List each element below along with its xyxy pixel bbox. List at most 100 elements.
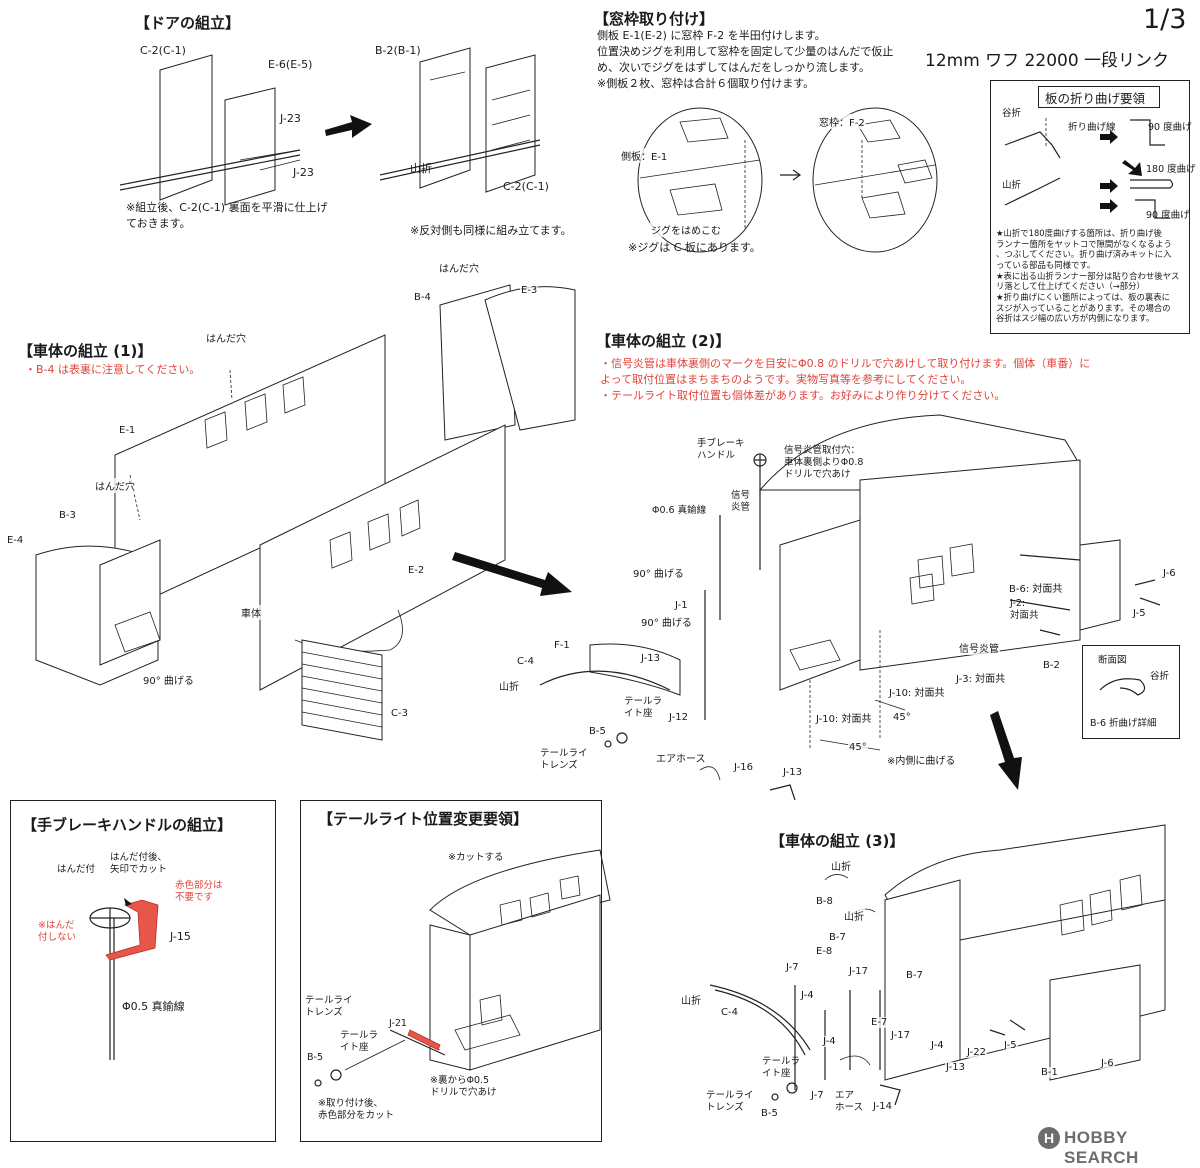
window-label-jig: ジグをはめこむ [650, 222, 722, 237]
hobbysearch-logo-icon: H [1038, 1127, 1060, 1149]
body3-label-j14: J-14 [872, 1101, 893, 1112]
b6-taniori-label: 谷折 [1150, 671, 1170, 682]
handbrake-label-solder: はんだ付 [57, 864, 96, 875]
body1-label-handa2: はんだ穴 [205, 330, 247, 345]
window-label-sideplate: 側板：E-1 [620, 148, 669, 163]
body1-label-shatai: 車体 [240, 605, 262, 620]
handbrake-label-j15: J-15 [170, 930, 191, 943]
body3-label-j7a: J-7 [785, 962, 800, 973]
door-label-j23b: J-23 [293, 166, 314, 179]
window-heading: 【窓枠取り付け】 [594, 10, 715, 28]
body3-label-j6: J-6 [1100, 1058, 1115, 1069]
body2-label-90a: 90° 曲げる [632, 565, 685, 580]
b6-section-label: 断面図 [1098, 655, 1127, 666]
door-label-b2: B-2(B-1) [375, 44, 421, 57]
b6-section-box [1082, 645, 1180, 739]
body1-label-90deg: 90° 曲げる [142, 672, 195, 687]
handbrake-heading: 【手ブレーキハンドルの組立】 [22, 816, 233, 834]
body3-label-c4: C-4 [720, 1007, 739, 1018]
door-label-c2: C-2(C-1) [140, 44, 186, 57]
body2-label-j12: J-12 [668, 712, 689, 723]
body-arrow-2-icon [990, 711, 1022, 790]
body2-label-wire: Φ0.6 真鍮線 [652, 505, 707, 516]
body3-label-j17b: J-17 [890, 1030, 911, 1041]
window-label-frame: 窓枠：F-2 [818, 114, 866, 129]
door-heading: 【ドアの組立】 [135, 14, 241, 32]
bend-drawing [1004, 118, 1174, 219]
taillight-label-drill: ※裏からΦ0.5 ドリルで穴あけ [430, 1075, 497, 1098]
taillight-label-cut: ※カットする [448, 852, 504, 863]
body1-label-e2: E-2 [407, 565, 426, 576]
body3-label-j7b: J-7 [810, 1090, 825, 1101]
body2-label-90b: 90° 曲げる [640, 614, 693, 629]
b6-section-drawing [1099, 678, 1146, 696]
body3-label-air: エア ホース [835, 1090, 864, 1113]
body3-label-lens: テールライ トレンズ [706, 1090, 754, 1113]
body1-warning: ・B-4 は表裏に注意してください。 [25, 363, 201, 376]
body3-drawing [709, 824, 1166, 1106]
body-arrow-1-icon [452, 552, 572, 596]
door-label-j23a: J-23 [280, 112, 301, 125]
body2-label-brake: 手ブレーキ ハンドル [697, 438, 745, 461]
body1-heading: 【車体の組立 (1)】 [18, 342, 153, 360]
taillight-box [300, 800, 602, 1142]
body3-label-j13: J-13 [945, 1062, 966, 1073]
door-note-1: ※組立後、C-2(C-1) 裏面を平滑に仕上げ ておきます。 [126, 201, 328, 230]
body2-label-j10b: J-10: 対面共 [815, 710, 873, 725]
window-instructions: 側板 E-1(E-2) に窓枠 F-2 を半田付けします。 位置決めジグを利用し… [597, 29, 894, 90]
watermark-brand: HOBBY SEARCH [1064, 1128, 1139, 1167]
body2-label-j6: J-6 [1162, 568, 1177, 579]
body2-label-j3: J-3: 対面共 [955, 670, 1007, 685]
taillight-label-b5: B-5 [307, 1052, 323, 1063]
body3-label-yamaori3: 山折 [680, 992, 702, 1007]
body1-label-e1: E-1 [118, 425, 137, 436]
bend-label-90a: 90 度曲げ [1148, 122, 1192, 133]
body2-label-signaltube: 信号炎管 [958, 640, 1000, 655]
handbrake-box [10, 800, 276, 1142]
window-jig-note: ※ジグは C 板にあります。 [628, 241, 761, 254]
body3-label-b7b: B-7 [905, 970, 924, 981]
bend-label-line: 折り曲げ線 [1068, 122, 1116, 133]
bend-method-title-box [1038, 86, 1160, 108]
body2-label-j13b: J-13 [782, 767, 803, 778]
body2-label-j13a: J-13 [640, 653, 661, 664]
body2-label-tllens: テールライ トレンズ [540, 748, 588, 771]
body2-label-signal: 信号 炎管 [731, 490, 751, 513]
body2-drawing [539, 414, 1161, 801]
body2-label-tlseat: テールラ イト座 [624, 696, 663, 719]
taillight-label-j21: J-21 [389, 1018, 407, 1029]
bend-label-90b: 90 度曲げ [1146, 210, 1190, 221]
window-circle-right [812, 107, 938, 253]
body2-label-b2: B-2 [1042, 660, 1061, 671]
door-arrow-icon [325, 115, 372, 138]
body2-label-j1: J-1 [674, 600, 689, 611]
door-label-c2b: C-2(C-1) [503, 180, 549, 193]
body3-label-e7: E-7 [870, 1017, 889, 1028]
body3-label-b1: B-1 [1040, 1067, 1059, 1078]
bend-method-title: 板の折り曲げ要領 [1045, 91, 1146, 106]
bend-label-taniori: 谷折 [1002, 108, 1022, 119]
page-number: 1/3 [1143, 4, 1187, 35]
door-label-e6: E-6(E-5) [268, 58, 313, 71]
body2-label-j2: J-2: 対面共 [1010, 598, 1039, 621]
bend-label-180: 180 度曲げ [1146, 164, 1196, 175]
handbrake-label-wire: Φ0.5 真鍮線 [122, 1000, 185, 1013]
taillight-label-after: ※取り付け後、 赤色部分をカット [318, 1098, 395, 1121]
body3-label-seat: テールラ イト座 [762, 1056, 801, 1079]
taillight-label-lens: テールライ トレンズ [305, 995, 353, 1018]
body2-label-c4: C-4 [516, 656, 535, 667]
body2-label-j16: J-16 [733, 762, 754, 773]
handbrake-label-nosolder: ※はんだ 付しない [38, 920, 77, 943]
body2-label-f1: F-1 [553, 640, 571, 651]
body3-label-yamaori2: 山折 [843, 908, 865, 923]
body3-heading: 【車体の組立 (3)】 [770, 832, 905, 850]
body2-label-j5: J-5 [1132, 608, 1147, 619]
body3-label-e8: E-8 [815, 946, 834, 957]
handbrake-label-red: 赤色部分は 不要です [175, 880, 223, 903]
bend-notes: ★山折で180度曲げする箇所は、折り曲げ後 ランナー箇所をヤットコで隙間がなくな… [996, 228, 1180, 324]
body2-label-yamaori: 山折 [498, 678, 520, 693]
body3-label-b5: B-5 [760, 1108, 779, 1119]
body2-heading: 【車体の組立 (2)】 [596, 332, 731, 350]
body3-label-j4b: J-4 [822, 1036, 837, 1047]
